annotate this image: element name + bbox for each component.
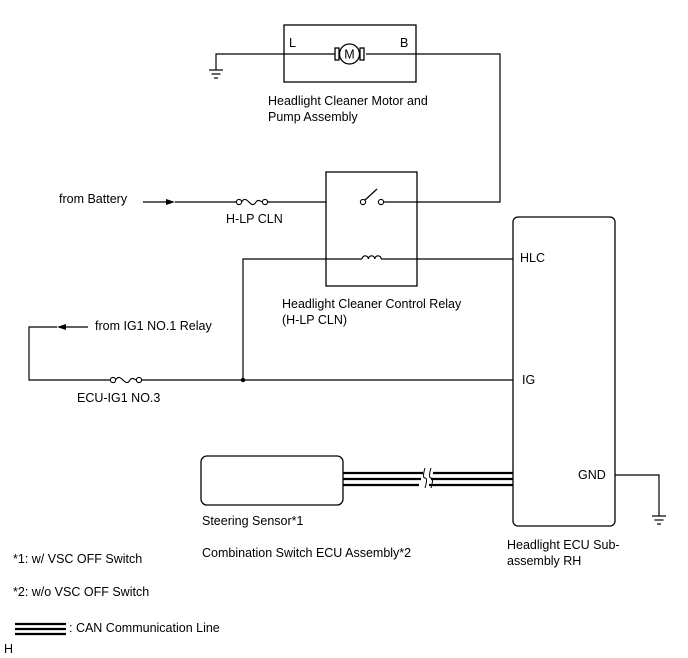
relay-contact-left	[359, 198, 367, 206]
headlight-ecu: HLC IG GND Headlight ECU Sub- assembly R…	[507, 216, 620, 568]
corner-mark: H	[4, 642, 13, 656]
motor-pump-assembly: M L B Headlight Cleaner Motor and Pump A…	[268, 24, 428, 124]
motor-brush-right	[359, 47, 365, 61]
ecu-pin-ig: IG	[522, 373, 535, 387]
motor-pin-b: B	[400, 36, 408, 50]
motor-pin-l: L	[289, 36, 296, 50]
line-break-icon	[423, 467, 433, 489]
ecu-label-line2: assembly RH	[507, 554, 581, 568]
note-vsc-without: *2: w/o VSC OFF Switch	[13, 585, 149, 599]
motor-symbol-letter: M	[344, 48, 354, 62]
coil-to-junction-wire	[242, 258, 362, 380]
motor-to-relay-wire	[416, 53, 501, 203]
ig1-relay-source-label: from IG1 NO.1 Relay	[95, 319, 212, 333]
relay-coil-icon	[361, 255, 382, 260]
ground-icon	[652, 515, 666, 525]
fuse-ecu-ig1-label: ECU-IG1 NO.3	[77, 391, 160, 405]
relay-contact-right	[377, 198, 385, 206]
relay-switch-blade	[364, 188, 378, 201]
can-legend-label: : CAN Communication Line	[69, 621, 220, 635]
junction-dot	[240, 377, 246, 383]
ecu-ground-wire	[615, 474, 660, 516]
fuse-icon	[235, 198, 269, 206]
combination-switch-label: Combination Switch ECU Assembly*2	[202, 546, 411, 560]
ecu-pin-hlc: HLC	[520, 251, 545, 265]
motor-label-line1: Headlight Cleaner Motor and	[268, 94, 428, 108]
motor-symbol-icon	[338, 43, 361, 65]
motor-ground-wire	[215, 53, 284, 70]
ground-icon	[209, 69, 223, 79]
relay-label-line2: (H-LP CLN)	[282, 313, 347, 327]
control-relay: Headlight Cleaner Control Relay (H-LP CL…	[282, 171, 462, 327]
steering-sensor-box	[200, 455, 344, 506]
steering-sensor-label: Steering Sensor*1	[202, 514, 304, 528]
ecu-box	[512, 216, 616, 527]
can-bus-lines	[343, 471, 513, 487]
motor-brush-left	[334, 47, 340, 61]
battery-source-label: from Battery	[59, 192, 128, 206]
ecu-label-line1: Headlight ECU Sub-	[507, 538, 620, 552]
arrow-left-icon	[57, 324, 66, 330]
fuse-hlp-cln-label: H-LP CLN	[226, 212, 283, 226]
fuse-icon	[109, 376, 143, 384]
motor-label-line2: Pump Assembly	[268, 110, 358, 124]
relay-label-line1: Headlight Cleaner Control Relay	[282, 297, 462, 311]
note-vsc-with: *1: w/ VSC OFF Switch	[13, 552, 142, 566]
relay-box	[325, 171, 418, 287]
ig1-loop-wire	[28, 326, 110, 381]
ecu-pin-gnd: GND	[578, 468, 606, 482]
can-legend-icon	[15, 622, 66, 636]
arrow-right-icon	[166, 199, 175, 205]
